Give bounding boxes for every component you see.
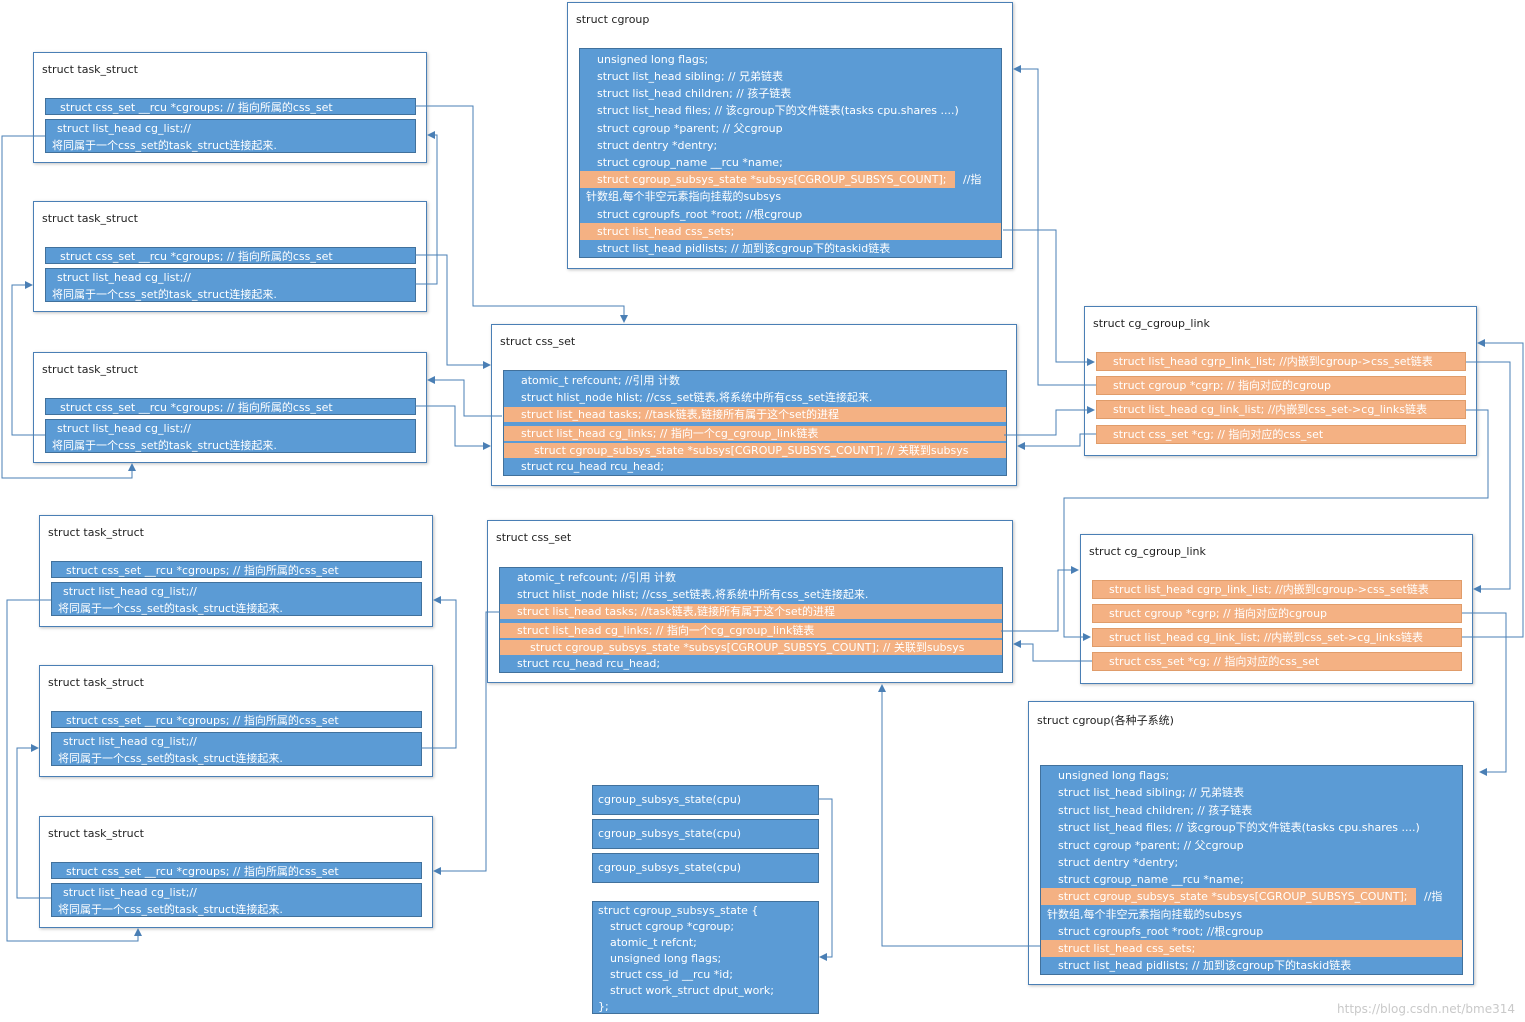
task-struct-box-4: struct task_struct struct css_set __rcu …: [39, 515, 433, 627]
css-set-fields: atomic_t refcount; //引用 计数 struct hlist_…: [499, 567, 1003, 673]
task-cgroups-field: struct css_set __rcu *cgroups; // 指向所属的c…: [45, 398, 416, 415]
arrow-cgroup2-csssets-to-cssset2: [878, 684, 1040, 947]
task-cgroups-field: struct css_set __rcu *cgroups; // 指向所属的c…: [51, 561, 422, 578]
css-set-title: struct css_set: [496, 531, 572, 544]
css-set-title: struct css_set: [500, 335, 576, 348]
link-cg-link-list-field: struct list_head cg_link_list; //内嵌到css_…: [1092, 628, 1462, 647]
cg-cgroup-link-box-1: struct cg_cgroup_link struct list_head c…: [1084, 306, 1477, 456]
link-cgrp-field: struct cgroup *cgrp; // 指向对应的cgroup: [1096, 376, 1466, 395]
css-set-tasks-field: struct list_head tasks; //task链表,链接所有属于这…: [500, 604, 1002, 619]
cg-cgroup-link-title: struct cg_cgroup_link: [1089, 545, 1206, 558]
subsys-state-cpu-1: cgroup_subsys_state(cpu): [592, 785, 819, 815]
task-cg-list-field: struct list_head cg_list;//将同属于一个css_set…: [45, 119, 416, 153]
cgroup-fields: unsigned long flags; struct list_head si…: [579, 48, 1002, 258]
css-set-cg-links-field: struct list_head cg_links; // 指向一个cg_cgr…: [504, 426, 1006, 441]
task-cg-list-field: struct list_head cg_list;//将同属于一个css_set…: [45, 268, 416, 302]
cgroup-css-sets-field: struct list_head css_sets;: [580, 223, 1001, 240]
css-set-subsys-field: struct cgroup_subsys_state *subsys[CGROU…: [504, 443, 1006, 458]
link-cgrp-link-list-field: struct list_head cgrp_link_list; //内嵌到cg…: [1096, 352, 1466, 371]
cgroup-subsys-field: struct cgroup_subsys_state *subsys[CGROU…: [1041, 888, 1416, 905]
link-cg-field: struct css_set *cg; // 指向对应的css_set: [1092, 652, 1462, 671]
task-struct-box-2: struct task_struct struct css_set __rcu …: [33, 201, 427, 312]
css-set-subsys-field: struct cgroup_subsys_state *subsys[CGROU…: [500, 640, 1002, 655]
task-cgroups-field: struct css_set __rcu *cgroups; // 指向所属的c…: [51, 862, 422, 879]
css-set-cg-links-field: struct list_head cg_links; // 指向一个cg_cgr…: [500, 623, 1002, 638]
task-cgroups-field: struct css_set __rcu *cgroups; // 指向所属的c…: [45, 98, 416, 115]
task-cg-list-field: struct list_head cg_list;//将同属于一个css_set…: [51, 582, 422, 616]
watermark: https://blog.csdn.net/bme314: [1337, 1002, 1515, 1016]
subsys-state-cpu-3: cgroup_subsys_state(cpu): [592, 853, 819, 883]
subsys-state-struct: struct cgroup_subsys_state { struct cgro…: [592, 901, 819, 1014]
css-set-tasks-field: struct list_head tasks; //task链表,链接所有属于这…: [504, 407, 1006, 422]
css-set-box-1: struct css_set atomic_t refcount; //引用 计…: [491, 324, 1017, 486]
task-struct-title: struct task_struct: [42, 212, 138, 225]
cgroup-css-sets-field: struct list_head css_sets;: [1041, 940, 1462, 957]
link-cgrp-field: struct cgroup *cgrp; // 指向对应的cgroup: [1092, 604, 1462, 623]
task-struct-title: struct task_struct: [42, 63, 138, 76]
cgroup-subsys-title: struct cgroup(各种子系统): [1037, 714, 1174, 727]
cgroup-fields: unsigned long flags; struct list_head si…: [1040, 765, 1463, 975]
css-set-box-2: struct css_set atomic_t refcount; //引用 计…: [487, 520, 1013, 683]
link-cg-link-list-field: struct list_head cg_link_list; //内嵌到css_…: [1096, 400, 1466, 419]
task-struct-box-5: struct task_struct struct css_set __rcu …: [39, 665, 433, 777]
task-cg-list-field: struct list_head cg_list;//将同属于一个css_set…: [51, 732, 422, 766]
css-set-fields: atomic_t refcount; //引用 计数 struct hlist_…: [503, 370, 1007, 476]
cgroup-title: struct cgroup: [576, 13, 650, 26]
task-struct-box-3: struct task_struct struct css_set __rcu …: [33, 352, 427, 463]
task-struct-title: struct task_struct: [48, 827, 144, 840]
task-cg-list-field: struct list_head cg_list;//将同属于一个css_set…: [51, 883, 422, 917]
arrow-cssset1-cglinks-to-link1: [1004, 406, 1095, 436]
task-cgroups-field: struct css_set __rcu *cgroups; // 指向所属的c…: [45, 247, 416, 264]
link-cg-field: struct css_set *cg; // 指向对应的css_set: [1096, 425, 1466, 444]
link-cgrp-link-list-field: struct list_head cgrp_link_list; //内嵌到cg…: [1092, 580, 1462, 599]
arrow-subsys-state-to-struct: [819, 798, 833, 961]
cgroup-box: struct cgroup unsigned long flags; struc…: [567, 2, 1013, 269]
task-struct-title: struct task_struct: [48, 676, 144, 689]
task-struct-title: struct task_struct: [48, 526, 144, 539]
task-struct-box-1: struct task_struct struct css_set __rcu …: [33, 52, 427, 163]
cg-cgroup-link-box-2: struct cg_cgroup_link struct list_head c…: [1080, 534, 1473, 684]
task-struct-title: struct task_struct: [42, 363, 138, 376]
task-struct-box-6: struct task_struct struct css_set __rcu …: [39, 816, 433, 928]
task-cgroups-field: struct css_set __rcu *cgroups; // 指向所属的c…: [51, 711, 422, 728]
cgroup-subsys-field: struct cgroup_subsys_state *subsys[CGROU…: [580, 171, 955, 188]
task-cg-list-field: struct list_head cg_list;//将同属于一个css_set…: [45, 419, 416, 453]
subsys-state-cpu-2: cgroup_subsys_state(cpu): [592, 819, 819, 849]
cg-cgroup-link-title: struct cg_cgroup_link: [1093, 317, 1210, 330]
cgroup-subsys-box: struct cgroup(各种子系统) unsigned long flags…: [1028, 701, 1474, 985]
